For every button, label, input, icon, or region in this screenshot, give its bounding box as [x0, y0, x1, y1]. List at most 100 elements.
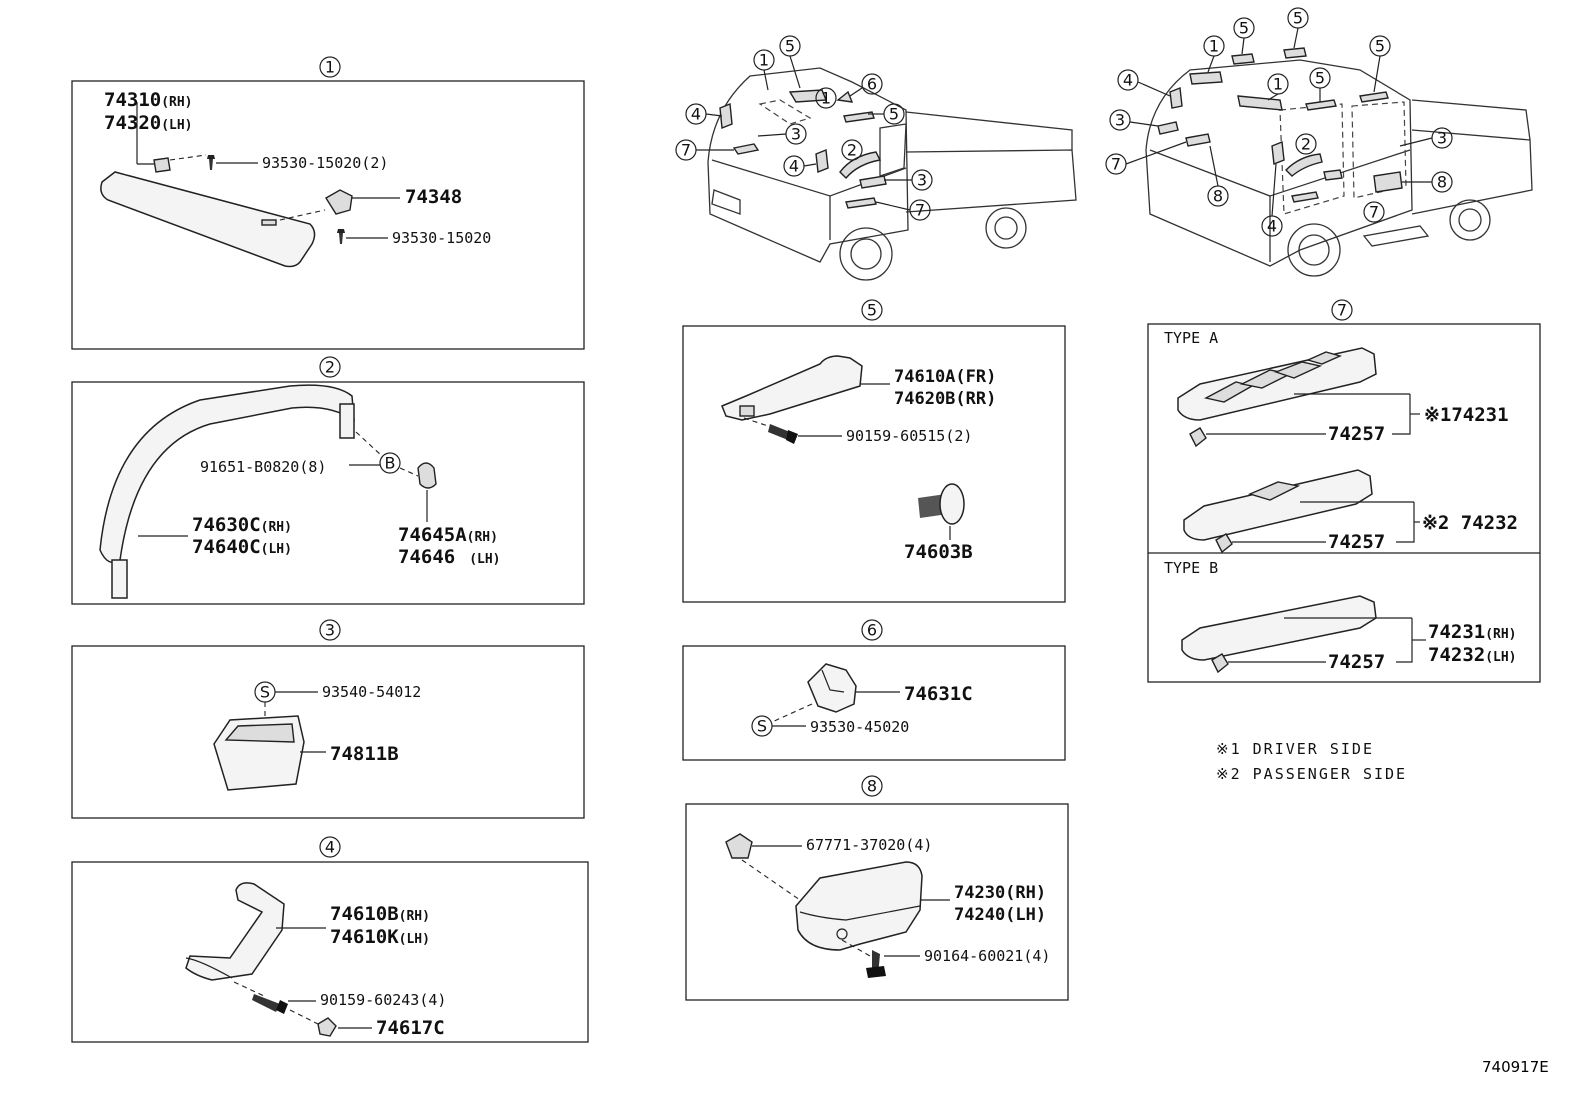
- svg-text:5: 5: [1239, 19, 1249, 38]
- label-passenger-74232: ※2 74232: [1422, 512, 1518, 534]
- svg-text:5: 5: [785, 37, 795, 56]
- label-74230-rh: 74230(RH): [954, 883, 1046, 903]
- svg-text:3: 3: [917, 171, 927, 190]
- svg-text:3: 3: [1437, 129, 1447, 148]
- panel-6-cover: 6 74631C S 93530-45020: [682, 619, 1066, 761]
- label-91651-b0820-8: 91651-B0820(8): [200, 458, 326, 476]
- svg-text:2: 2: [1301, 135, 1311, 154]
- svg-text:2: 2: [847, 141, 857, 160]
- svg-text:8: 8: [1437, 173, 1447, 192]
- svg-text:8: 8: [867, 777, 877, 796]
- label-93540-54012: 93540-54012: [322, 683, 421, 701]
- svg-text:7: 7: [1369, 203, 1379, 222]
- svg-text:1: 1: [821, 89, 831, 108]
- svg-text:3: 3: [1115, 111, 1125, 130]
- truck1-callout-2: 2: [841, 139, 863, 161]
- screw-icon: [866, 950, 886, 978]
- svg-text:2: 2: [325, 358, 335, 377]
- panel-2-pillar-grip: 2 B 91651-B0820(8) 74630C(RH) 74640C(LH)…: [71, 356, 585, 605]
- truck2-callout-2: 2: [1295, 133, 1317, 155]
- svg-text:6: 6: [867, 75, 877, 94]
- svg-text:3: 3: [325, 621, 335, 640]
- clip-icon: [325, 189, 353, 215]
- truck2-callout-3a: 3: [1109, 109, 1131, 131]
- panel-2-frame: [71, 381, 585, 605]
- roof-grip-part: [185, 882, 285, 981]
- panel-8-armrest: 8 67771-37020(4) 74230(RH) 74240(LH) 901…: [685, 775, 1069, 1001]
- label-74631c: 74631C: [904, 683, 973, 705]
- label-93530-15020-2: 93530-15020(2): [262, 154, 388, 172]
- tag-s-icon: S: [254, 681, 276, 703]
- truck1-callout-3b: 3: [911, 169, 933, 191]
- truck2-callout-7b: 7: [1363, 201, 1385, 223]
- callout-4-panel4: 4: [319, 836, 341, 858]
- label-74620b-rr: 74620B(RR): [894, 389, 996, 409]
- truck1-callout-6: 6: [861, 73, 883, 95]
- callout-8-panel8: 8: [861, 775, 883, 797]
- panel-3-pocket: 3 S 93540-54012 74811B: [71, 619, 585, 819]
- label-74811b: 74811B: [330, 743, 399, 765]
- callout-2-panel2: 2: [319, 356, 341, 378]
- switch-base-type-b: [1181, 595, 1377, 661]
- svg-text:74610K(LH): 74610K(LH): [330, 926, 430, 948]
- svg-text:74630C(RH): 74630C(RH): [192, 514, 292, 536]
- label-93530-15020: 93530-15020: [392, 229, 491, 247]
- label-90164-60021-4: 90164-60021(4): [924, 947, 1050, 965]
- panel-8-frame: [685, 803, 1069, 1001]
- callout-6-panel6: 6: [861, 619, 883, 641]
- truck2-callout-4b: 4: [1261, 215, 1283, 237]
- panel-5-frame: [682, 325, 1066, 603]
- label-67771-37020-4: 67771-37020(4): [806, 836, 932, 854]
- truck1-callout-7a: 7: [675, 139, 697, 161]
- svg-text:S: S: [260, 683, 270, 702]
- callout-5-panel5: 5: [861, 299, 883, 321]
- panel-6-frame: [682, 645, 1066, 761]
- label-74240-lh: 74240(LH): [954, 905, 1046, 925]
- truck1-callout-4b: 4: [783, 155, 805, 177]
- svg-text:5: 5: [1293, 9, 1303, 28]
- truck1-callout-4a: 4: [685, 103, 707, 125]
- svg-text:4: 4: [1267, 217, 1277, 236]
- svg-text:8: 8: [1213, 187, 1223, 206]
- label-93530-45020: 93530-45020: [810, 718, 909, 736]
- truck-view-double-cab: 1 5 5 5 4 1 5 3 3 2 7 8 8 7 4: [1105, 7, 1533, 277]
- truck2-callout-5a: 5: [1233, 17, 1255, 39]
- assist-grip-part: [99, 384, 355, 599]
- svg-text:7: 7: [681, 141, 691, 160]
- screw-icon: [337, 229, 345, 244]
- truck2-callout-1b: 1: [1267, 73, 1289, 95]
- panel-4-frame: [71, 861, 589, 1043]
- label-74257-b: 74257: [1328, 531, 1385, 553]
- svg-text:5: 5: [1375, 37, 1385, 56]
- label-74603b: 74603B: [904, 541, 973, 563]
- switch-base-driver: [1177, 347, 1377, 421]
- svg-text:1: 1: [759, 51, 769, 70]
- truck2-callout-1a: 1: [1203, 35, 1225, 57]
- cap-icon: [417, 462, 437, 489]
- svg-text:5: 5: [889, 105, 899, 124]
- svg-text:4: 4: [1123, 71, 1133, 90]
- truck2-callout-5b: 5: [1287, 7, 1309, 29]
- cap-icon: [317, 1017, 337, 1037]
- cover-part: [807, 663, 857, 713]
- screw-icon: [207, 155, 215, 170]
- panel-1-sun-visor: 1 74310(RH) 74320(LH) 93530-15020(2) 743…: [71, 56, 585, 350]
- clip-icon: [1211, 653, 1229, 674]
- svg-text:74645A(RH): 74645A(RH): [398, 524, 498, 546]
- label-driver-74231: ※174231: [1424, 404, 1509, 426]
- sun-visor-part: [100, 102, 316, 268]
- panel-7-switch-base: 7 TYPE A TYPE B 74257 ※174231 74257 ※2 7: [1147, 299, 1541, 683]
- svg-text:74320(LH): 74320(LH): [104, 112, 193, 134]
- svg-text:3: 3: [791, 125, 801, 144]
- svg-text:1: 1: [1209, 37, 1219, 56]
- svg-text:74231(RH): 74231(RH): [1428, 621, 1517, 643]
- truck2-callout-8b: 8: [1431, 171, 1453, 193]
- label-90159-60243-4: 90159-60243(4): [320, 991, 446, 1009]
- svg-text:74232(LH): 74232(LH): [1428, 644, 1517, 666]
- panel-7-frame: [1147, 323, 1541, 683]
- label-type-a: TYPE A: [1164, 329, 1218, 347]
- panel-4-roof-grip: 4 74610B(RH) 74610K(LH) 90159-60243(4) 7…: [71, 836, 589, 1043]
- truck1-callout-1b: 1: [815, 87, 837, 109]
- label-74617c: 74617C: [376, 1017, 445, 1039]
